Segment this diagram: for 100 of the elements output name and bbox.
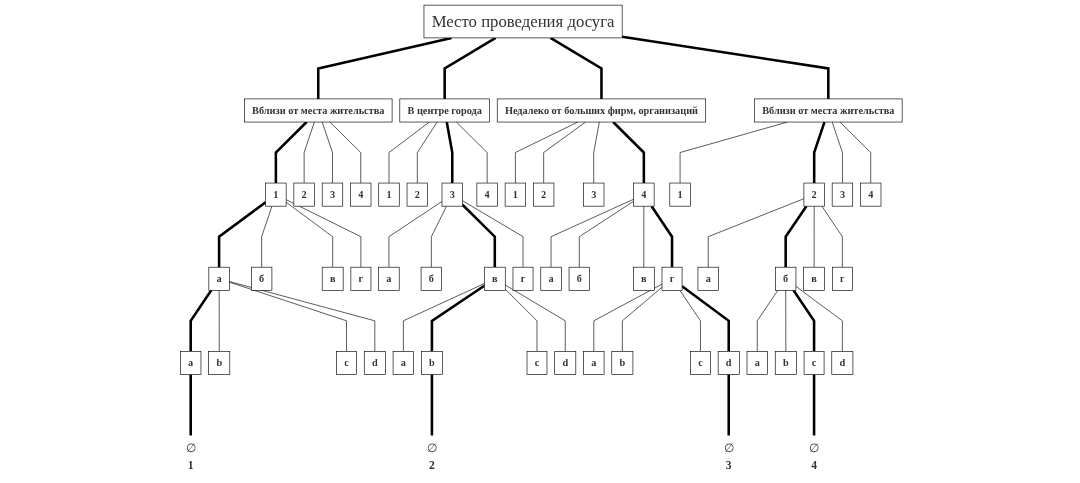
connector xyxy=(549,36,603,99)
node-box: b xyxy=(611,351,634,375)
connector xyxy=(417,121,438,184)
node-box: a xyxy=(746,351,768,375)
node-box: б xyxy=(420,266,442,291)
connector xyxy=(504,288,538,352)
connector xyxy=(839,121,872,184)
node-box: а xyxy=(697,266,719,291)
node-box: 4 xyxy=(860,182,882,207)
connector xyxy=(812,374,816,436)
connector xyxy=(462,200,524,268)
node-box: 3 xyxy=(321,182,344,207)
connector xyxy=(189,374,192,436)
node-box: в xyxy=(633,266,655,291)
node-box: c xyxy=(526,351,548,375)
node-box: г xyxy=(661,266,683,291)
connector xyxy=(612,121,646,184)
node-box: 3 xyxy=(831,182,854,207)
node-box: а xyxy=(540,266,562,291)
node-box: б xyxy=(568,266,590,291)
node-box: a xyxy=(583,351,605,375)
node-box: б xyxy=(251,266,273,291)
connector xyxy=(189,289,213,352)
node-box: b xyxy=(421,351,443,375)
node-box: г xyxy=(512,266,534,291)
node-box: г xyxy=(832,266,853,291)
connector xyxy=(812,121,826,184)
connector xyxy=(388,121,430,184)
connector xyxy=(430,374,434,436)
node-box: в xyxy=(803,266,825,291)
connector xyxy=(550,198,634,268)
connector xyxy=(543,121,586,184)
node-box: в xyxy=(484,266,506,291)
node-box: 1 xyxy=(265,182,287,207)
node-box: 4 xyxy=(476,182,498,207)
node-box: a xyxy=(392,351,414,375)
node-box: 2 xyxy=(803,182,825,207)
node-box: b xyxy=(774,351,797,375)
node-text: ∅ xyxy=(808,441,820,455)
connector xyxy=(621,35,830,99)
connector xyxy=(329,121,362,184)
connector xyxy=(321,121,333,184)
node-box: c xyxy=(803,351,825,375)
connector xyxy=(792,289,816,352)
connector xyxy=(622,286,663,352)
connector xyxy=(431,205,447,268)
connector xyxy=(461,203,497,268)
node-box: d xyxy=(554,351,577,375)
node-box: а xyxy=(208,266,230,291)
connector xyxy=(285,201,333,268)
node-box: 2 xyxy=(293,182,315,207)
node-box: Вблизи от места жительства xyxy=(754,98,903,123)
connector xyxy=(217,201,267,268)
node-box: Место проведения досуга xyxy=(423,4,623,39)
connector xyxy=(229,281,347,352)
connector xyxy=(504,284,566,352)
node-box: 3 xyxy=(583,182,605,207)
node-label: 2 xyxy=(429,458,435,472)
connector xyxy=(443,36,497,99)
node-box: d xyxy=(717,351,740,375)
node-box: 4 xyxy=(633,182,655,207)
connector xyxy=(795,286,843,352)
connector xyxy=(445,121,454,184)
connector xyxy=(316,36,452,99)
connector xyxy=(579,201,634,268)
connector xyxy=(218,290,220,352)
connector xyxy=(403,283,485,352)
node-box: 2 xyxy=(406,182,428,207)
node-box: d xyxy=(363,351,386,375)
node-box: г xyxy=(350,266,372,291)
node-box: 1 xyxy=(378,182,400,207)
node-text: ∅ xyxy=(185,441,196,455)
connector xyxy=(593,283,663,352)
node-box: 1 xyxy=(504,182,526,207)
connector xyxy=(831,121,843,184)
node-box: В центре города xyxy=(399,98,490,123)
node-box: c xyxy=(690,351,711,375)
node-label: 3 xyxy=(725,458,732,472)
node-box: b xyxy=(208,351,231,375)
connector xyxy=(784,205,808,268)
node-label: 1 xyxy=(187,458,194,472)
connector xyxy=(285,199,362,268)
connector xyxy=(274,121,308,184)
connector xyxy=(650,205,674,268)
connector xyxy=(430,284,486,352)
node-box: c xyxy=(336,351,357,375)
connector xyxy=(681,285,730,352)
node-box: а xyxy=(180,351,202,375)
node-box: а xyxy=(378,266,400,291)
node-box: 4 xyxy=(350,182,372,207)
connector xyxy=(229,281,376,352)
node-box: Вблизи от места жительства xyxy=(244,98,393,123)
connector xyxy=(679,290,701,352)
node-text: ∅ xyxy=(723,441,734,455)
node-label: 4 xyxy=(811,458,817,472)
connector xyxy=(727,374,730,436)
node-box: 2 xyxy=(533,182,555,207)
node-box: 1 xyxy=(669,182,691,207)
node-box: в xyxy=(321,266,344,291)
connector xyxy=(756,290,779,352)
